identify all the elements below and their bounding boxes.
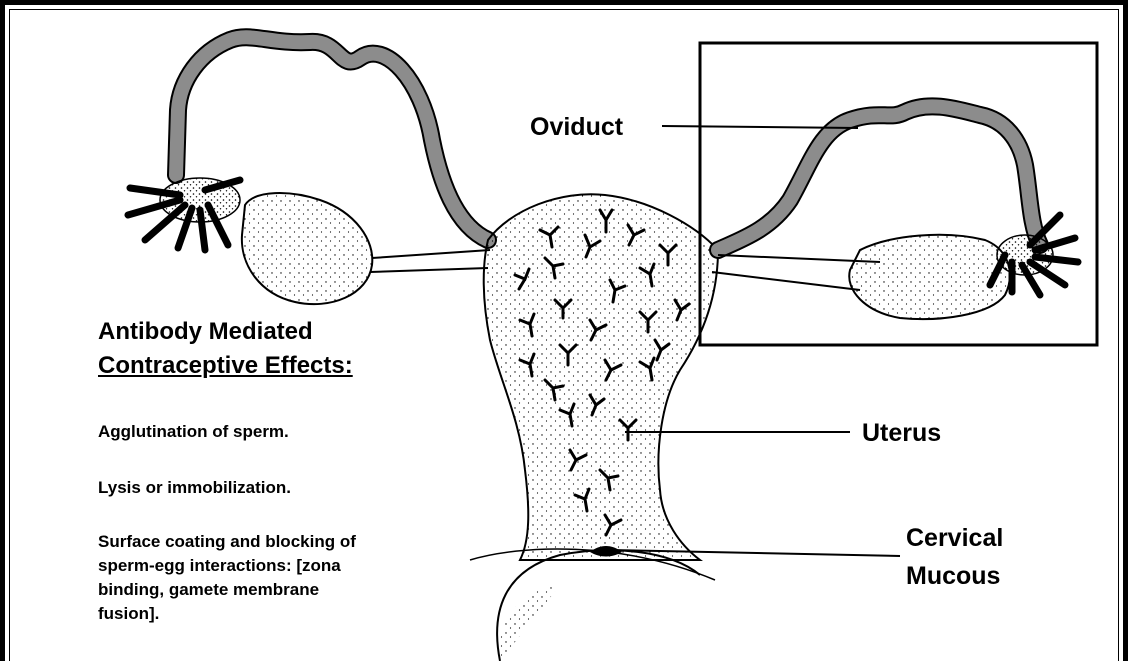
- heading-line1: Antibody Mediated: [98, 316, 313, 347]
- right-ovary: [849, 235, 1010, 319]
- effect-item-3-line1: Surface coating and blocking of: [98, 530, 356, 554]
- uterus-label: Uterus: [862, 419, 941, 448]
- heading-line2-text: Contraceptive Effects:: [98, 352, 353, 379]
- heading-line2: Contraceptive Effects:: [98, 350, 353, 381]
- oviduct-label: Oviduct: [530, 113, 623, 142]
- cervical-label-line1: Cervical: [906, 524, 1003, 553]
- effect-item-3-line2: sperm-egg interactions: [zona: [98, 554, 341, 578]
- uterus-body: [484, 194, 718, 560]
- effect-item-1: Agglutination of sperm.: [98, 420, 289, 444]
- effect-item-3-line3: binding, gamete membrane: [98, 578, 319, 602]
- left-ovary: [242, 193, 372, 304]
- cervical-label-line2: Mucous: [906, 562, 1000, 591]
- effect-item-2: Lysis or immobilization.: [98, 476, 291, 500]
- effect-item-3-line4: fusion].: [98, 602, 159, 626]
